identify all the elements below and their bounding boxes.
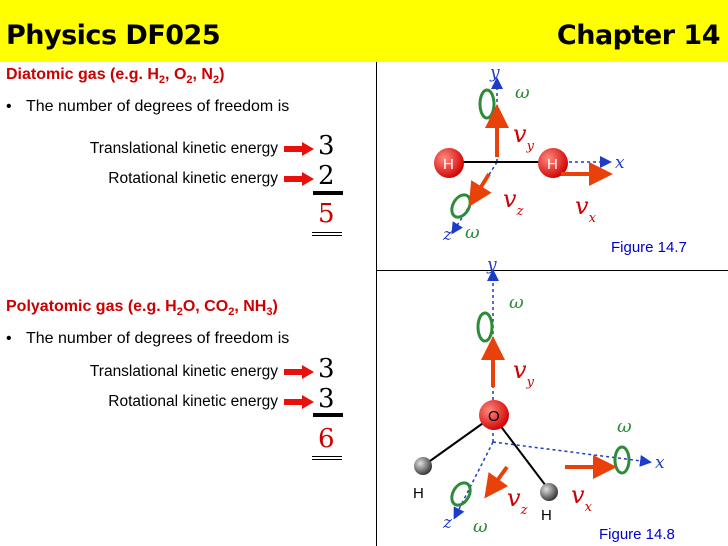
rotation-x-icon — [613, 445, 631, 475]
right-arrow-icon — [284, 142, 314, 156]
rotation-y-icon — [476, 311, 494, 343]
polyatomic-title: Polyatomic gas (e.g. H2O, CO2, NH3) — [6, 298, 278, 319]
atom-label: H — [541, 507, 552, 524]
velocity-x-label: vx — [575, 192, 597, 226]
velocity-y-label: vy — [513, 356, 535, 390]
y-axis-label: y — [489, 63, 500, 83]
x-axis-label: x — [615, 153, 625, 173]
double-underline — [312, 232, 342, 236]
diatomic-rotational-label: Rotational kinetic energy — [108, 170, 278, 187]
diatomic-total-value: 5 — [318, 199, 335, 229]
velocity-x-label: vx — [571, 481, 593, 515]
atom-label: H — [413, 485, 424, 502]
polyatomic-rotational-value: 3 — [318, 384, 335, 414]
polyatomic-figure: y x z ω ω ω O H H vy vx vz Figure 14.8 — [413, 255, 675, 543]
hydrogen-atom — [414, 457, 432, 475]
hydrogen-atom — [538, 148, 568, 178]
vertical-divider — [376, 62, 377, 546]
chapter-title: Chapter 14 — [556, 20, 721, 51]
y-axis-label: y — [486, 255, 497, 275]
polyatomic-rotational-label: Rotational kinetic energy — [108, 393, 278, 410]
right-arrow-icon — [284, 172, 314, 186]
hydrogen-atom — [540, 483, 558, 501]
velocity-z-label: vz — [503, 185, 524, 219]
sum-bar — [313, 413, 343, 417]
omega-label: ω — [617, 416, 632, 437]
polyatomic-bullet: •The number of degrees of freedom is — [6, 330, 290, 347]
course-title: Physics DF025 — [6, 20, 221, 51]
figure-caption: Figure 14.7 — [611, 239, 687, 256]
diatomic-title: Diatomic gas (e.g. H2, O2, N2) — [6, 66, 225, 87]
rotation-z-icon — [450, 481, 472, 507]
z-axis-label: z — [442, 513, 453, 533]
polyatomic-translational-label: Translational kinetic energy — [89, 363, 278, 380]
oxygen-atom — [479, 400, 509, 430]
x-axis-label: x — [655, 453, 665, 473]
velocity-z-label: vz — [507, 484, 528, 518]
rotation-z-icon — [450, 193, 472, 219]
molecule-diagrams: y x z ω ω H H vy vx vz Figure 14.7 y x z… — [413, 63, 687, 543]
omega-label: ω — [465, 222, 480, 243]
omega-label: ω — [509, 292, 524, 313]
diatomic-translational-value: 3 — [318, 131, 335, 161]
velocity-y-label: vy — [513, 120, 535, 154]
horizontal-divider — [376, 270, 728, 271]
figure-caption: Figure 14.8 — [599, 526, 675, 543]
diatomic-bullet: •The number of degrees of freedom is — [6, 98, 290, 115]
right-arrow-icon — [284, 365, 314, 379]
atom-label: H — [547, 156, 558, 173]
hydrogen-atom — [434, 148, 464, 178]
diatomic-translational-label: Translational kinetic energy — [89, 140, 278, 157]
omega-label: ω — [473, 516, 488, 537]
polyatomic-total-value: 6 — [318, 424, 335, 454]
polyatomic-translational-value: 3 — [318, 354, 335, 384]
omega-label: ω — [515, 82, 530, 103]
diatomic-rotational-value: 2 — [318, 161, 335, 191]
double-underline — [312, 456, 342, 460]
atom-label: H — [443, 156, 454, 173]
atom-label: O — [488, 408, 500, 425]
right-arrow-icon — [284, 395, 314, 409]
z-axis-label: z — [442, 225, 453, 245]
header-bar: Physics DF025 Chapter 14 — [0, 0, 728, 62]
rotation-y-icon — [478, 88, 496, 120]
diatomic-figure: y x z ω ω H H vy vx vz Figure 14.7 — [434, 63, 687, 256]
sum-bar — [313, 191, 343, 195]
